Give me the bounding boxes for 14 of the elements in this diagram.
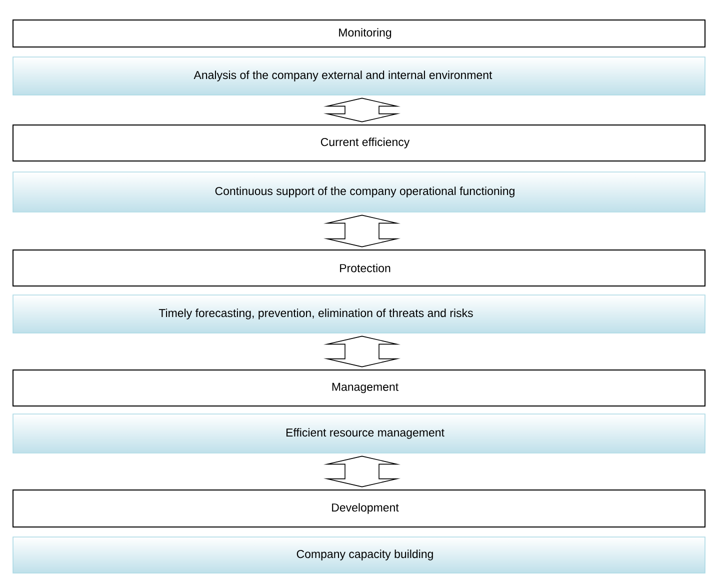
stage-box: Protection [12, 250, 706, 286]
description-band: Company capacity building [12, 536, 706, 574]
stage-box: Monitoring [12, 20, 706, 48]
double-arrow [323, 214, 401, 248]
double-arrow [323, 98, 401, 122]
double-arrow [323, 336, 401, 368]
stage-box: Development [12, 490, 706, 528]
stage-box: Management [12, 370, 706, 406]
double-arrow [323, 456, 401, 488]
description-band: Analysis of the company external and internal environment [12, 56, 706, 96]
description-band: Efficient resource management [12, 414, 706, 454]
stage-box: Current efficiency [12, 124, 706, 162]
description-band: Continuous support of the company operational functioning [12, 172, 706, 212]
description-band: Timely forecasting, prevention, elimination of threats and risks [12, 294, 706, 334]
